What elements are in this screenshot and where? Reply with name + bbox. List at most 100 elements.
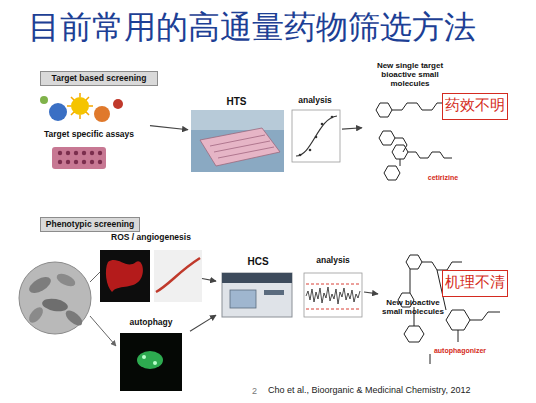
well (58, 160, 62, 164)
node-label: analysis (302, 256, 364, 266)
well (66, 151, 70, 155)
data-point (321, 123, 324, 126)
assay-group: Target specific assays (28, 92, 150, 146)
chart-frame (304, 273, 362, 317)
page-number: 2 (252, 386, 257, 396)
assay-readout: autophagy (112, 318, 190, 393)
ros-photo (100, 250, 150, 302)
hts-step: HTS (188, 96, 285, 174)
ring (446, 310, 470, 330)
well (66, 160, 70, 164)
sun-rays (67, 93, 93, 119)
analysis-step: analysis (288, 96, 342, 166)
bond (410, 269, 411, 293)
node-label: Target based screening (41, 74, 157, 84)
cell (55, 271, 77, 289)
ring (404, 326, 424, 342)
ros-signal (106, 260, 143, 292)
flow-arrow (150, 126, 188, 130)
instrument-body (222, 273, 292, 317)
cell (63, 308, 85, 329)
ring (406, 255, 422, 269)
autophagy-photo (120, 333, 182, 391)
data-point (299, 154, 302, 157)
chain (408, 152, 452, 158)
well (90, 160, 94, 164)
node-label: New single target bioactive small molecu… (368, 62, 452, 89)
small-sphere (113, 99, 123, 109)
node-label: HTS (188, 96, 285, 107)
callout-box: 机理不清 (442, 270, 508, 297)
instrument-panel (264, 290, 284, 295)
flow-arrow (364, 292, 378, 294)
data-point (331, 116, 334, 119)
flow-arrow (190, 315, 216, 331)
well (90, 151, 94, 155)
branch-arrow (90, 258, 114, 282)
node-label: autophagy (112, 318, 190, 328)
ros-images (100, 250, 202, 302)
target-sphere (49, 103, 67, 121)
sigmoid-curve (296, 116, 337, 156)
branch-arrow (90, 316, 116, 346)
cell (26, 305, 45, 325)
result-molecules: New bioactive small molecules autophagoni… (378, 245, 510, 360)
well (98, 160, 102, 164)
autophagy-image (120, 333, 182, 391)
cell (41, 297, 69, 313)
slide-title: 目前常用的高通量药物筛选方法 (28, 6, 476, 50)
screening-scatter-chart (304, 273, 362, 317)
threshold-line (306, 284, 360, 309)
cell-image (19, 258, 116, 346)
chart-frame (292, 110, 340, 162)
node-label: HCS (216, 256, 300, 267)
chain (395, 138, 407, 152)
node-label: 机理不清 (443, 274, 506, 291)
well-plate (52, 147, 106, 169)
gfp-signal (137, 351, 163, 369)
analysis-step: analysis (302, 256, 364, 320)
bond (430, 354, 431, 364)
callout-box: 药效不明 (442, 93, 508, 120)
citation: Cho et al., Bioorganic & Medicinal Chemi… (268, 385, 470, 395)
plate-rows (210, 135, 274, 158)
hcs-step: HCS (216, 256, 300, 322)
compound-name: autophagonizer (420, 347, 500, 355)
node-label: New bioactive small molecules (378, 299, 448, 317)
node-label: Target specific assays (28, 130, 150, 140)
method-tag: Target based screening (40, 71, 158, 86)
compound-name: cetirizine (418, 174, 468, 182)
photo-light (191, 110, 284, 130)
node-label: ROS / angiogenesis (100, 233, 202, 243)
vessel (156, 258, 200, 292)
ring (376, 103, 392, 117)
chain (422, 262, 462, 270)
photo-background (191, 110, 284, 172)
target-sphere (94, 106, 110, 122)
ring (384, 166, 400, 180)
result-molecules: New single target bioactive small molecu… (362, 62, 468, 186)
method-tag: Phenotypic screening (40, 217, 140, 232)
cell (27, 274, 54, 296)
sun-ligand (71, 97, 89, 115)
puncta (153, 361, 157, 365)
flow-arrow (202, 279, 216, 282)
noise-band (306, 287, 360, 304)
dose-response-chart (292, 110, 340, 162)
flow-arrow (342, 128, 362, 129)
well (82, 160, 86, 164)
well (98, 151, 102, 155)
well (74, 160, 78, 164)
data-point (309, 149, 312, 152)
hts-photo (191, 110, 284, 172)
node-label: analysis (288, 96, 342, 106)
well (82, 151, 86, 155)
plate-photo (200, 128, 280, 166)
node-label: 药效不明 (443, 97, 506, 114)
bond (400, 159, 401, 166)
angiogenesis-photo (154, 250, 202, 302)
instrument-door (230, 290, 256, 308)
